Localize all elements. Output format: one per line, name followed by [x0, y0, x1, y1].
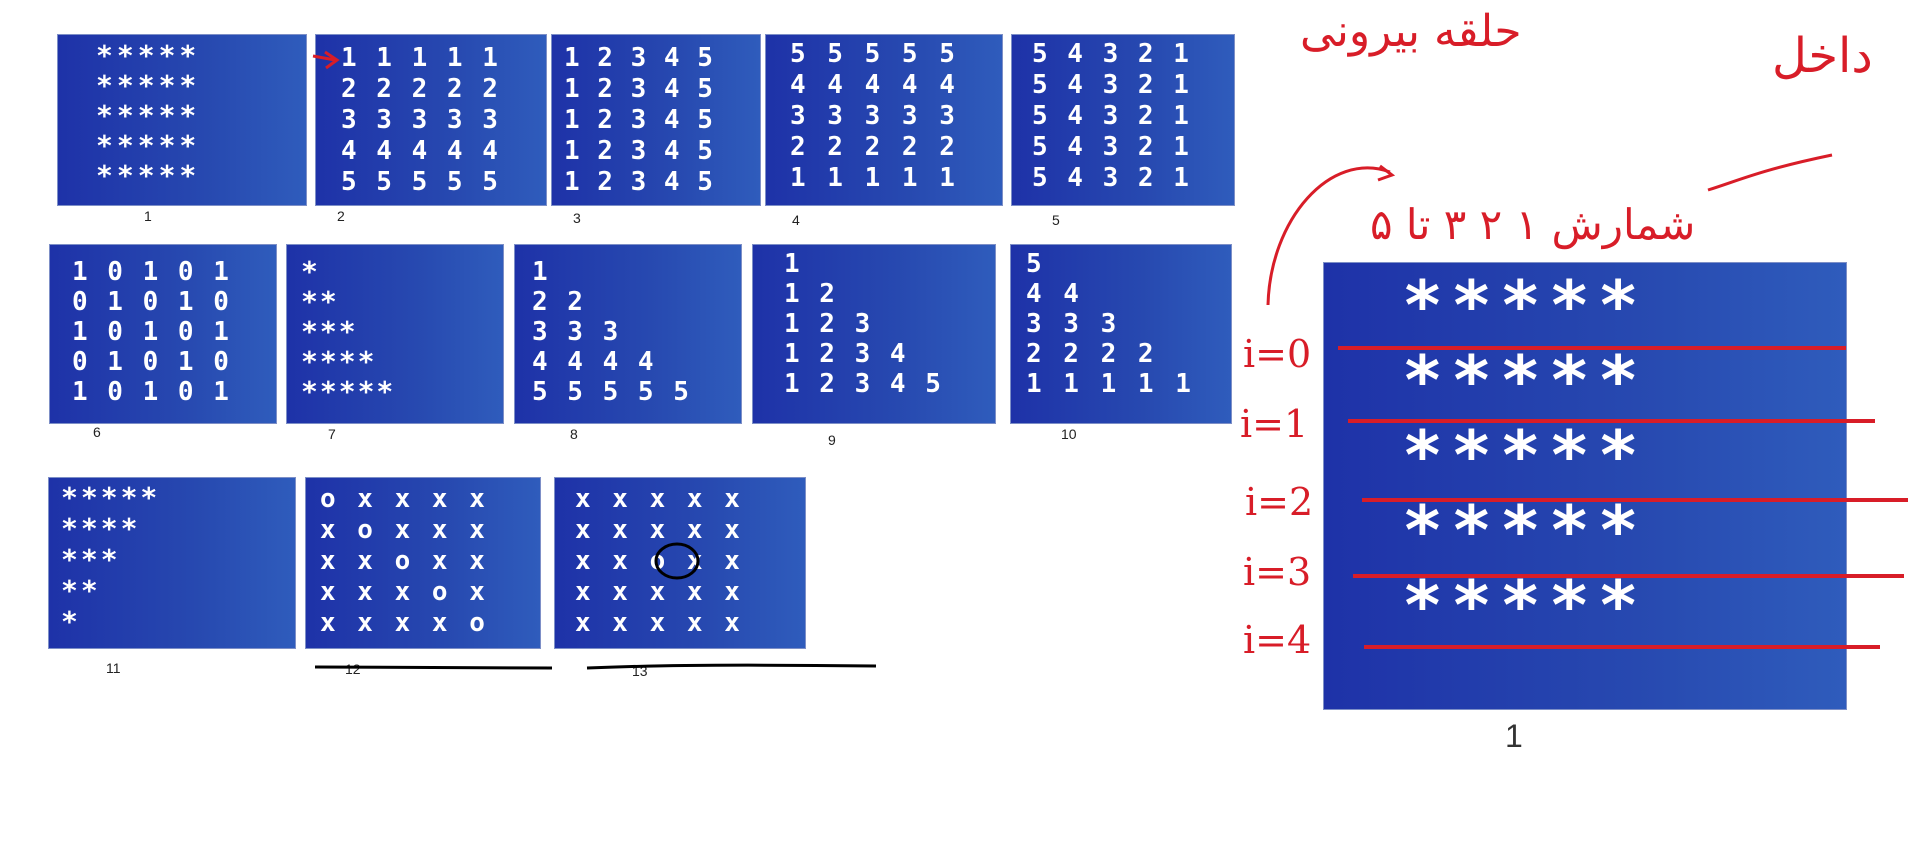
panel-caption: 4 [792, 212, 800, 228]
pattern-text: 1 2 3 4 5 1 2 3 4 5 1 2 3 4 5 1 2 3 4 5 … [564, 43, 714, 197]
panel-caption: 7 [328, 426, 336, 442]
pattern-text: ***** ***** ***** ***** ***** [1402, 267, 1647, 646]
pattern-panel-8: 1 2 2 3 3 3 4 4 4 4 5 5 5 5 5 [514, 244, 742, 424]
panel-caption: 8 [570, 426, 578, 442]
panel-caption: 10 [1061, 426, 1077, 442]
pattern-text: 5 5 5 5 5 4 4 4 4 4 3 3 3 3 3 2 2 2 2 2 … [790, 39, 958, 193]
pattern-panel-6: 1 0 1 0 1 0 1 0 1 0 1 0 1 0 1 0 1 0 1 0 … [49, 244, 277, 424]
pattern-text: 1 2 2 3 3 3 4 4 4 4 5 5 5 5 5 [532, 257, 691, 407]
pattern-text: ***** ***** ***** ***** ***** [96, 39, 201, 192]
pattern-panel-1: ***** ***** ***** ***** ***** [57, 34, 307, 206]
panel-caption: 5 [1052, 212, 1060, 228]
ink-squiggle [1707, 153, 1833, 192]
panel-caption: 1 [144, 208, 152, 224]
enlarged-caption: 1 [1505, 718, 1523, 754]
pattern-panel-3: 1 2 3 4 5 1 2 3 4 5 1 2 3 4 5 1 2 3 4 5 … [551, 34, 761, 206]
pattern-text: 5 4 4 3 3 3 2 2 2 2 1 1 1 1 1 [1026, 249, 1194, 399]
row-label: i=3 [1243, 550, 1312, 594]
panel-caption: 6 [93, 424, 101, 440]
pattern-panel-2: 1 1 1 1 1 2 2 2 2 2 3 3 3 3 3 4 4 4 4 4 … [315, 34, 547, 206]
pattern-text: o x x x x x o x x x x x o x x x x x o x … [320, 484, 488, 638]
pattern-panel-12: o x x x x x o x x x x x o x x x x x o x … [305, 477, 541, 649]
counter-annotation: شمارش ۱ ۲ ۳ تا ۵ [1370, 200, 1696, 249]
panel-caption: 11 [106, 660, 121, 676]
row-label: i=1 [1240, 402, 1309, 446]
panel-caption: 12 [345, 661, 361, 677]
enlarged-panel-1: ***** ***** ***** ***** ***** [1323, 262, 1847, 710]
pattern-text: 5 4 3 2 1 5 4 3 2 1 5 4 3 2 1 5 4 3 2 1 … [1032, 39, 1191, 193]
curved-arrow [1377, 164, 1396, 182]
pattern-panel-13: x x x x x x x x x x x x o x x x x x x x … [554, 477, 806, 649]
pattern-panel-7: * ** *** **** ***** [286, 244, 504, 424]
pattern-panel-11: ***** **** *** ** * [48, 477, 296, 649]
pattern-panel-4: 5 5 5 5 5 4 4 4 4 4 3 3 3 3 3 2 2 2 2 2 … [765, 34, 1003, 206]
row-label: i=4 [1243, 618, 1312, 662]
panel-caption: 2 [337, 208, 345, 224]
outer-loop-annotation: حلقه بیرونی [1300, 6, 1522, 57]
panel-caption: 9 [828, 432, 836, 448]
row-label: i=0 [1243, 332, 1312, 376]
pattern-text: x x x x x x x x x x x x o x x x x x x x … [575, 484, 743, 638]
pattern-panel-5: 5 4 3 2 1 5 4 3 2 1 5 4 3 2 1 5 4 3 2 1 … [1011, 34, 1235, 206]
inner-loop-annotation: داخل [1772, 28, 1873, 84]
pattern-text: * ** *** **** ***** [301, 255, 396, 408]
underline-stroke [586, 663, 877, 670]
pattern-text: 1 1 1 1 1 2 2 2 2 2 3 3 3 3 3 4 4 4 4 4 … [341, 43, 500, 197]
pattern-panel-10: 5 4 4 3 3 3 2 2 2 2 1 1 1 1 1 [1010, 244, 1232, 424]
panel-caption: 3 [573, 210, 581, 226]
pattern-text: 1 1 2 1 2 3 1 2 3 4 1 2 3 4 5 [784, 249, 943, 399]
row-label: i=2 [1245, 480, 1314, 524]
panel-caption: 13 [632, 663, 648, 679]
pattern-text: 1 0 1 0 1 0 1 0 1 0 1 0 1 0 1 0 1 0 1 0 … [72, 257, 231, 407]
pattern-text: ***** **** *** ** * [61, 481, 161, 638]
pattern-panel-9: 1 1 2 1 2 3 1 2 3 4 1 2 3 4 5 [752, 244, 996, 424]
